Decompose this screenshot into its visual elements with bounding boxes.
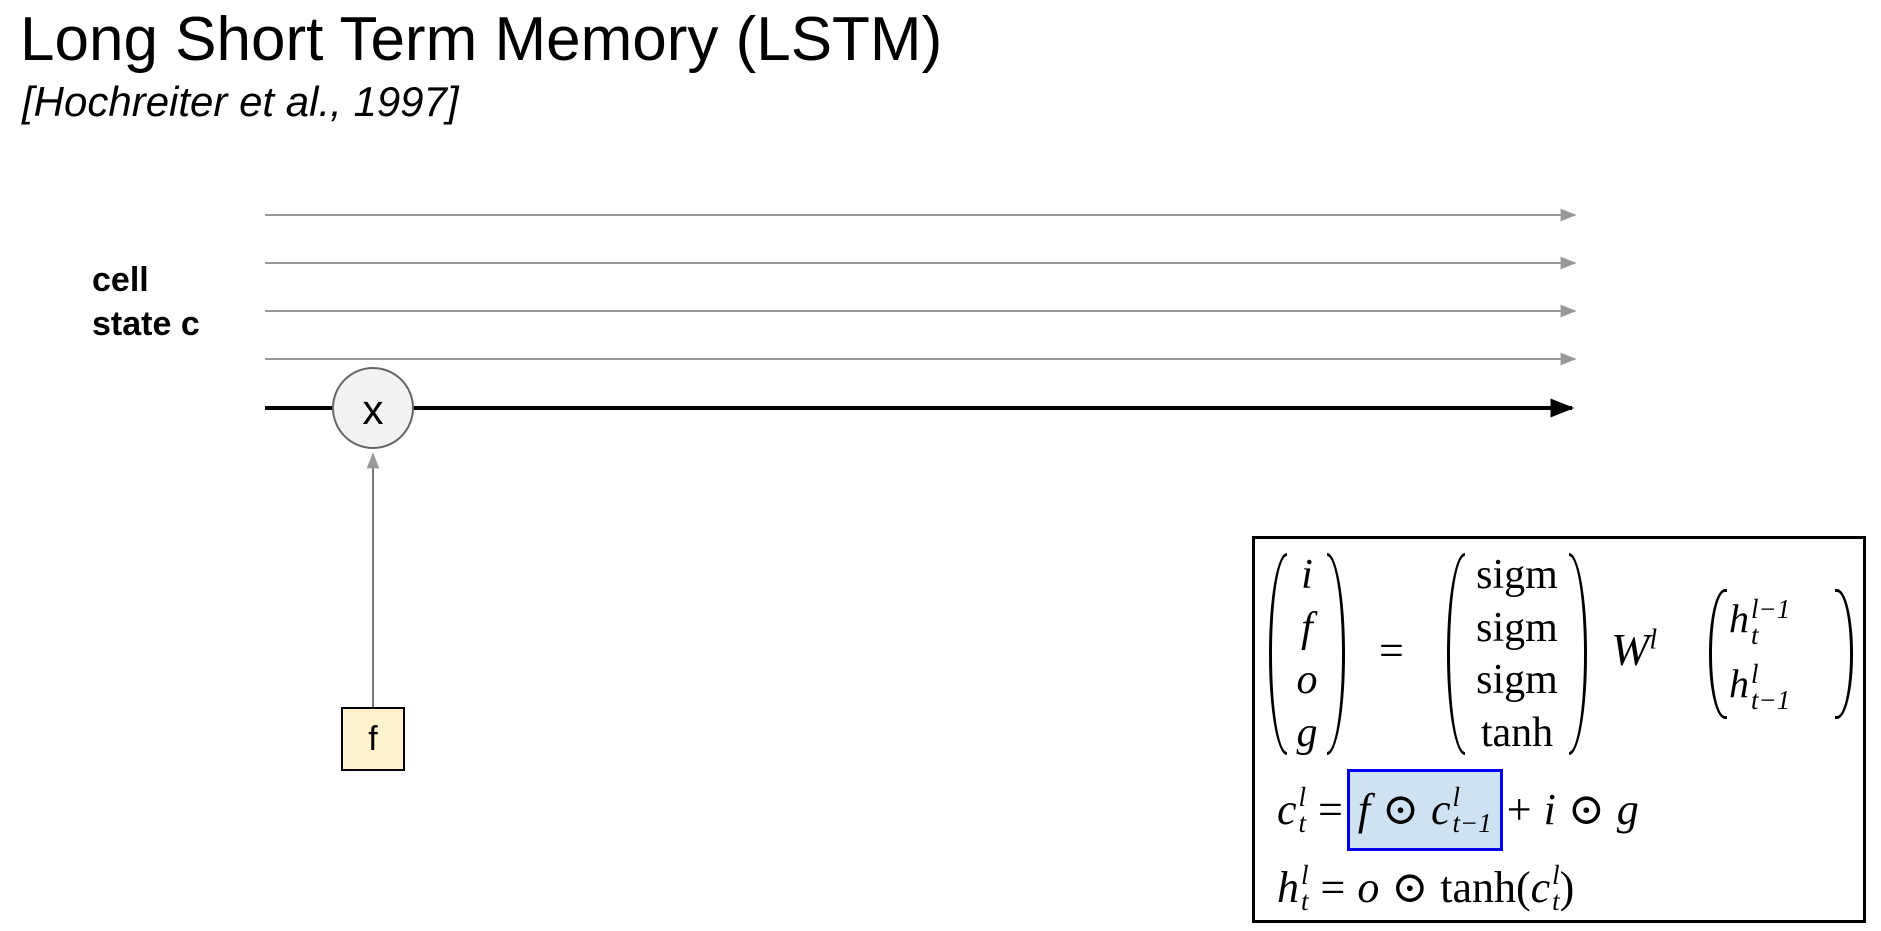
h-input-1-sup: l−1 bbox=[1751, 594, 1791, 625]
hl-c-base: c bbox=[1430, 785, 1451, 834]
cell-state-label-line1: cell bbox=[92, 261, 149, 299]
c-g: g bbox=[1616, 785, 1639, 834]
cell-state-label: cell state c bbox=[92, 258, 200, 346]
h-o: o bbox=[1357, 863, 1380, 912]
gate-o: o bbox=[1296, 657, 1318, 704]
h-c-sub: t bbox=[1552, 886, 1560, 916]
h-lhs-sup: l bbox=[1301, 860, 1309, 890]
h-input-2-base: h bbox=[1729, 660, 1749, 706]
hl-c-sup: l bbox=[1452, 782, 1461, 812]
h-lhs-base: h bbox=[1277, 863, 1299, 912]
h-c-base: c bbox=[1530, 863, 1551, 912]
hl-c-sub: t−1 bbox=[1452, 808, 1492, 838]
h-odot: ⊙ bbox=[1391, 863, 1429, 912]
gate-vector: i f o g bbox=[1289, 549, 1325, 759]
activation-3: sigm bbox=[1476, 657, 1558, 704]
gate-i: i bbox=[1301, 552, 1313, 599]
multiply-node bbox=[332, 367, 414, 449]
activation-4: tanh bbox=[1480, 709, 1554, 756]
h-input-2-sub: t−1 bbox=[1751, 685, 1791, 716]
h-equals: = bbox=[1320, 863, 1346, 912]
c-lhs-sup: l bbox=[1298, 782, 1307, 812]
right-paren-h bbox=[1835, 589, 1853, 719]
hl-odot: ⊙ bbox=[1382, 785, 1419, 834]
left-paren-h bbox=[1709, 589, 1727, 719]
c-odot: ⊙ bbox=[1567, 785, 1605, 834]
cell-state-label-line2: state c bbox=[92, 305, 200, 343]
gate-g: g bbox=[1296, 709, 1318, 756]
h-tanh: tanh( bbox=[1440, 863, 1531, 912]
right-paren-gates bbox=[1327, 553, 1345, 755]
c-equals: = bbox=[1318, 785, 1343, 834]
gate-equals: = bbox=[1379, 626, 1404, 675]
activation-1: sigm bbox=[1476, 552, 1558, 599]
h-lhs-sub: t bbox=[1301, 886, 1309, 916]
c-lhs-base: c bbox=[1277, 785, 1297, 834]
forget-gate-label: f bbox=[368, 720, 378, 758]
activation-vector: sigm sigm sigm tanh bbox=[1465, 549, 1569, 759]
h-input-1-base: h bbox=[1729, 595, 1749, 641]
c-i: i bbox=[1543, 785, 1556, 834]
activation-2: sigm bbox=[1476, 604, 1558, 651]
citation: [Hochreiter et al., 1997] bbox=[22, 78, 459, 125]
h-c-sup: l bbox=[1552, 860, 1560, 890]
right-paren-activations bbox=[1569, 553, 1587, 755]
c-plus: + bbox=[1506, 785, 1532, 834]
weight-matrix: Wl bbox=[1611, 623, 1657, 676]
left-paren-gates bbox=[1269, 553, 1287, 755]
page-title: Long Short Term Memory (LSTM) bbox=[20, 5, 943, 74]
c-lhs-sub: t bbox=[1298, 808, 1307, 838]
weight-superscript: l bbox=[1649, 624, 1658, 656]
h-input-1-sub: t bbox=[1751, 620, 1759, 651]
multiply-node-label: x bbox=[363, 386, 384, 433]
forget-gate-box bbox=[341, 707, 405, 771]
h-close: ) bbox=[1559, 863, 1575, 912]
gate-f: f bbox=[1301, 604, 1313, 651]
weight-symbol: W bbox=[1611, 624, 1650, 675]
left-paren-activations bbox=[1447, 553, 1465, 755]
hl-f: f bbox=[1357, 785, 1371, 834]
h-input-2-sup: l bbox=[1751, 659, 1759, 690]
